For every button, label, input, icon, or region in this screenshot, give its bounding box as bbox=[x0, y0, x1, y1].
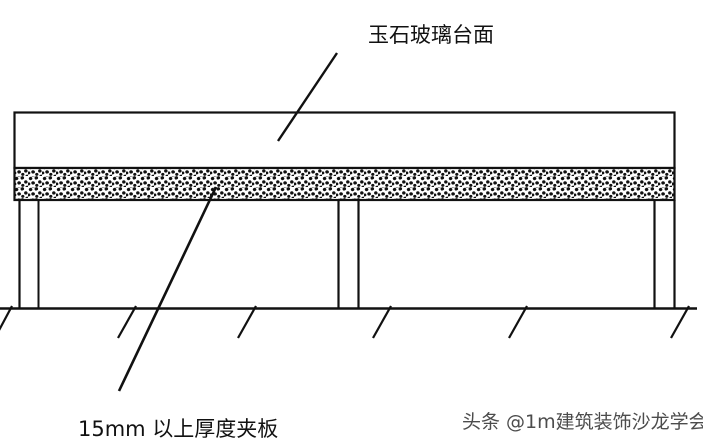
plywood-substrate-band bbox=[13, 166, 676, 202]
floor-hatch-ticks bbox=[0, 305, 690, 339]
support-legs-group bbox=[18, 200, 676, 308]
leader-line-plywood bbox=[117, 186, 218, 392]
leader-line-glass-top bbox=[277, 52, 338, 142]
leader-lines-group bbox=[117, 52, 338, 392]
glass-countertop-band bbox=[13, 111, 676, 170]
floor-datum-group bbox=[0, 305, 697, 339]
